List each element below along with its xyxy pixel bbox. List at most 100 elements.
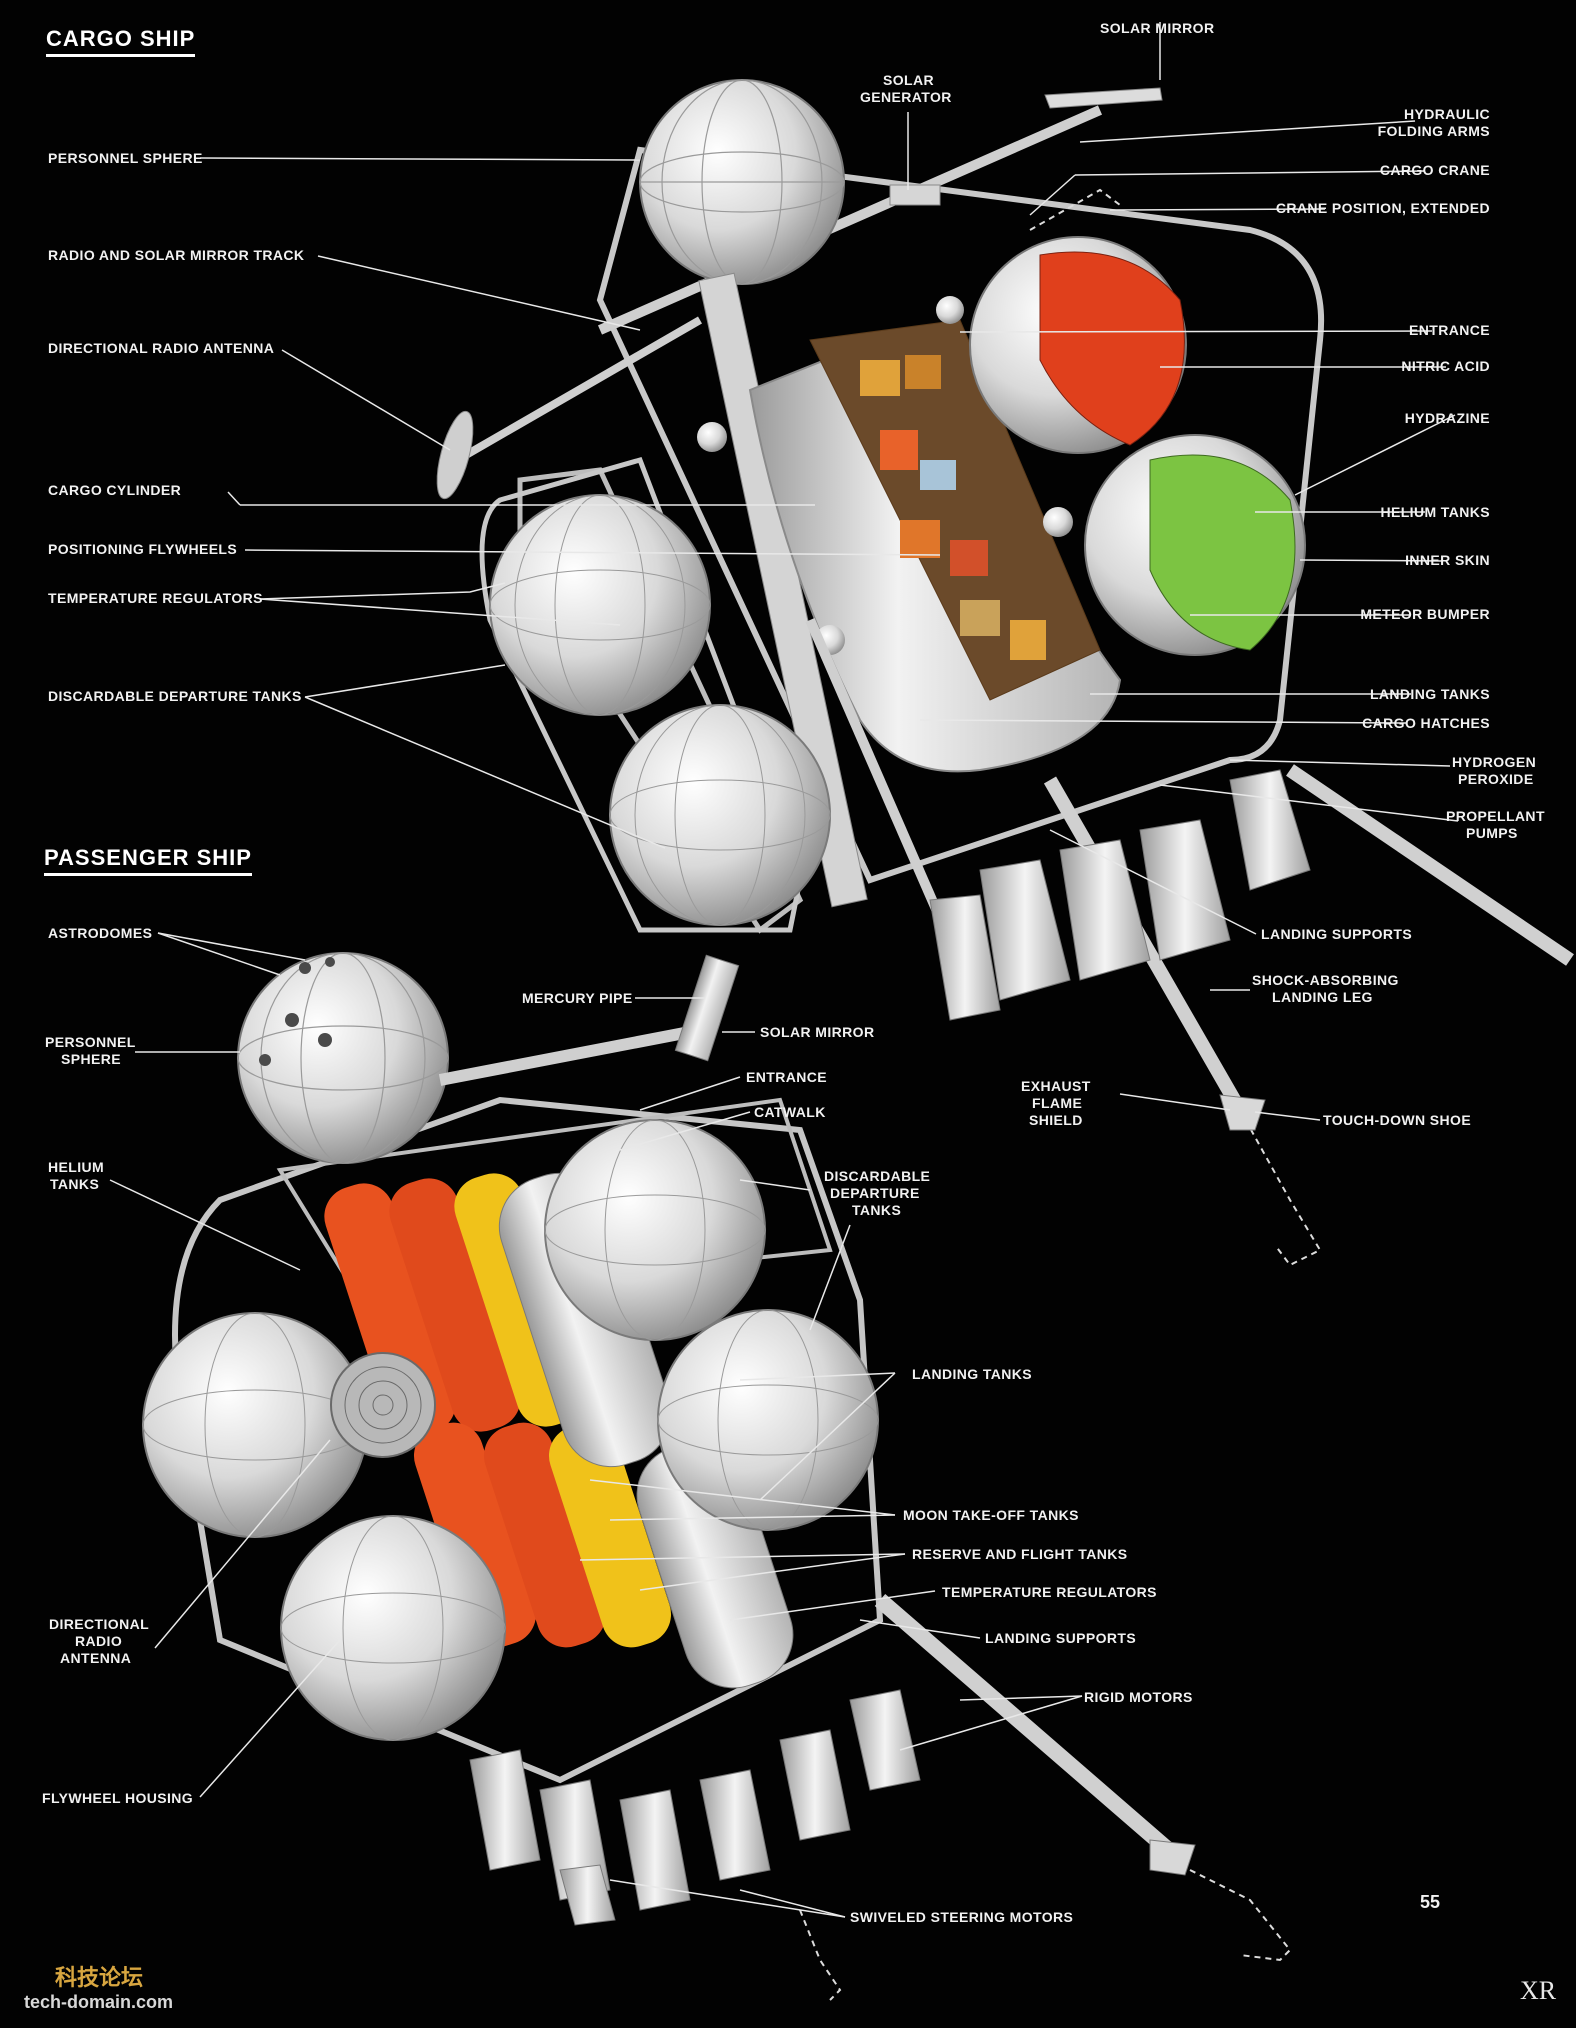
helium-sphere-2 (936, 296, 964, 324)
label-passenger-departure-2: DEPARTURE (830, 1185, 920, 1201)
solar-generator (889, 184, 941, 206)
label-exhaust-1: EXHAUST (1021, 1078, 1091, 1094)
cargo-crates (860, 355, 1046, 660)
label-radio-track: RADIO AND SOLAR MIRROR TRACK (48, 247, 305, 263)
label-astrodomes: ASTRODOMES (48, 925, 153, 941)
label-cargo-landing-tanks: LANDING TANKS (1369, 686, 1490, 702)
label-meteor-bumper: METEOR BUMPER (1360, 606, 1490, 622)
label-passenger-landing-tanks: LANDING TANKS (912, 1366, 1033, 1382)
lower-tank-grid (609, 704, 831, 926)
label-helium-tanks: HELIUM TANKS (1380, 504, 1490, 520)
label-shock-1: SHOCK-ABSORBING (1252, 972, 1399, 988)
watermark-site: tech-domain.com (24, 1992, 174, 2012)
upper-tank-grid (489, 494, 711, 716)
label-swiveled-steering-motors: SWIVELED STEERING MOTORS (850, 1909, 1074, 1925)
label-exhaust-2: FLAME (1032, 1095, 1083, 1111)
label-passenger-personnel-1: PERSONNEL (45, 1034, 136, 1050)
cargo-ship (199, 22, 1574, 1267)
label-passenger-antenna-2: RADIO (75, 1633, 123, 1649)
label-nitric-acid: NITRIC ACID (1401, 358, 1490, 374)
label-cargo-directional-antenna: DIRECTIONAL RADIO ANTENNA (48, 340, 275, 356)
label-touchdown-shoe: TOUCH-DOWN SHOE (1323, 1112, 1472, 1128)
cargo-ship-title: CARGO SHIP (46, 26, 196, 57)
label-rigid-motors: RIGID MOTORS (1084, 1689, 1193, 1705)
passenger-frame (172, 1096, 884, 1784)
label-passenger-departure-1: DISCARDABLE (824, 1168, 931, 1184)
label-cargo-cylinder: CARGO CYLINDER (48, 482, 182, 498)
label-exhaust-3: SHIELD (1029, 1112, 1083, 1128)
label-cargo-temp-regulators: TEMPERATURE REGULATORS (48, 590, 263, 606)
hydrazine-cutaway (1149, 454, 1296, 651)
label-hydrazine: HYDRAZINE (1404, 410, 1490, 426)
label-cargo-crane: CARGO CRANE (1379, 162, 1490, 178)
flywheel-rings (344, 1366, 422, 1444)
cargo-leader-lines (199, 22, 1459, 1121)
folding-arm (597, 105, 1103, 335)
cargo-departure-tank-upper (489, 494, 711, 716)
label-cargo-landing-supports: LANDING SUPPORTS (1261, 926, 1413, 942)
label-flywheel-housing: FLYWHEEL HOUSING (42, 1790, 194, 1806)
cargo-solar-mirror (1044, 87, 1163, 109)
label-cargo-departure-tanks: DISCARDABLE DEPARTURE TANKS (48, 688, 302, 704)
flywheel-housing (330, 1352, 436, 1458)
watermark-corner: XR (1520, 1976, 1557, 2005)
passenger-engines (469, 1689, 921, 1926)
label-inner-skin: INNER SKIN (1405, 552, 1490, 568)
passenger-landing-leg (874, 1593, 1186, 1867)
label-passenger-solar-mirror: SOLAR MIRROR (760, 1024, 875, 1040)
mercury-pipe-mirror (674, 954, 740, 1062)
passenger-leader-lines (109, 932, 1083, 1918)
label-catwalk: CATWALK (754, 1104, 826, 1120)
watermark-chinese: 科技论坛 (55, 1966, 144, 1991)
label-shock-2: LANDING LEG (1272, 989, 1373, 1005)
label-reserve-flight-tanks: RESERVE AND FLIGHT TANKS (912, 1546, 1128, 1562)
helium-sphere-3 (1043, 507, 1073, 537)
passenger-side-tank-lower (280, 1515, 506, 1741)
passenger-leg-dashed (1189, 1869, 1292, 1962)
steering-dashed (799, 1909, 842, 2001)
helium-sphere-1 (697, 422, 727, 452)
nitric-acid-cutaway (1039, 251, 1185, 446)
central-column (698, 272, 868, 908)
label-helium-1: HELIUM (48, 1159, 105, 1175)
passenger-ship-title: PASSENGER SHIP (44, 845, 252, 876)
astrodome-windows (259, 957, 335, 1066)
label-solar-mirror: SOLAR MIRROR (1100, 20, 1215, 36)
passenger-side-tank-upper (142, 1312, 368, 1538)
label-cargo-personnel-sphere: PERSONNEL SPHERE (48, 150, 203, 166)
label-solar-generator-2: GENERATOR (860, 89, 952, 105)
label-passenger-departure-3: TANKS (852, 1202, 902, 1218)
label-passenger-entrance: ENTRANCE (746, 1069, 827, 1085)
landing-leg-right (1286, 764, 1574, 966)
touchdown-dashed (1239, 1109, 1322, 1267)
cargo-departure-tank-lower (609, 704, 831, 926)
passenger-inner-frame (276, 1097, 833, 1303)
folding-arm-2 (438, 316, 702, 474)
passenger-touchdown-shoe (1149, 1839, 1196, 1876)
label-passenger-antenna-3: ANTENNA (60, 1650, 132, 1666)
label-positioning-flywheels: POSITIONING FLYWHEELS (48, 541, 238, 557)
label-cargo-hatches: CARGO HATCHES (1362, 715, 1490, 731)
label-hydrogen-1: HYDROGEN (1452, 754, 1537, 770)
passenger-ship (109, 932, 1292, 2001)
label-moon-takeoff-tanks: MOON TAKE-OFF TANKS (903, 1507, 1079, 1523)
cargo-bay-contents (809, 319, 1101, 701)
label-propellant-2: PUMPS (1466, 825, 1518, 841)
label-solar-generator-1: SOLAR (883, 72, 934, 88)
label-propellant-1: PROPELLANT (1446, 808, 1545, 824)
passenger-mirror-truss (438, 1024, 702, 1086)
label-passenger-landing-supports: LANDING SUPPORTS (985, 1630, 1137, 1646)
label-passenger-temp-regulators: TEMPERATURE REGULATORS (942, 1584, 1157, 1600)
touchdown-shoe (1219, 1094, 1266, 1131)
label-crane-extended: CRANE POSITION, EXTENDED (1275, 200, 1490, 216)
label-hydrogen-2: PEROXIDE (1458, 771, 1534, 787)
cargo-radio-antenna-dish (436, 410, 474, 500)
label-hydraulic-1: HYDRAULIC (1403, 106, 1490, 122)
label-passenger-antenna-1: DIRECTIONAL (49, 1616, 150, 1632)
departure-tank-frame (479, 456, 803, 933)
label-hydraulic-2: FOLDING ARMS (1377, 123, 1490, 139)
label-mercury-pipe: MERCURY PIPE (522, 990, 633, 1006)
cargo-engines (929, 769, 1311, 1021)
label-cargo-entrance: ENTRANCE (1409, 322, 1490, 338)
